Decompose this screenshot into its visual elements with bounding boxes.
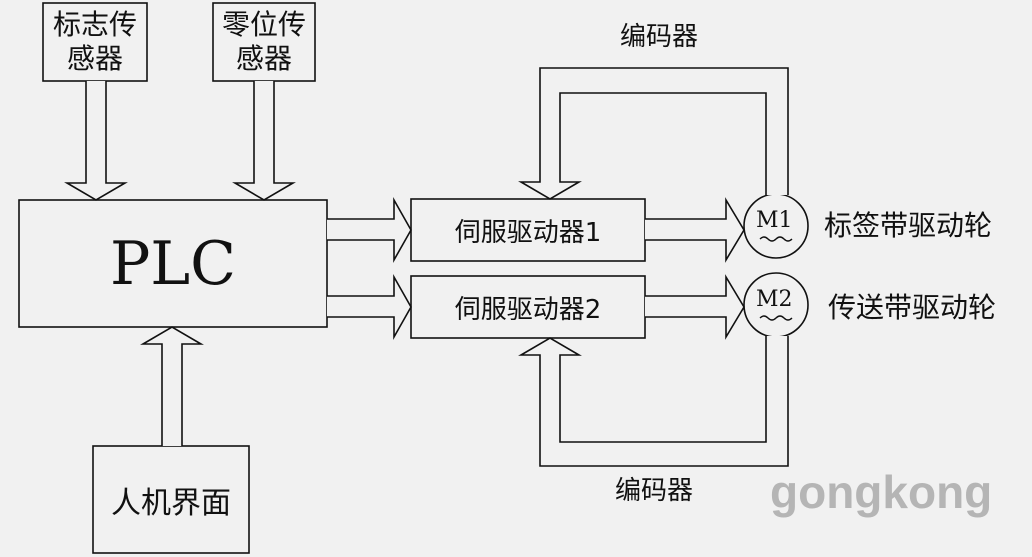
hmi-label: 人机界面 — [111, 485, 231, 521]
encoder-top-label: 编码器 — [620, 22, 699, 52]
flag-sensor-label: 标志传感器 — [52, 8, 137, 75]
flag-sensor-to-plc-arrow — [64, 81, 128, 201]
encoder-bottom-label: 编码器 — [615, 476, 694, 506]
zero-sensor-label: 零位传感器 — [221, 8, 306, 75]
zero-sensor-to-plc-arrow — [232, 81, 296, 201]
servo-driver-2-label: 伺服驱动器2 — [454, 294, 602, 325]
plc-label: PLC — [109, 228, 237, 299]
conveyor-belt-wheel-label: 传送带驱动轮 — [828, 291, 997, 324]
hmi-to-plc-arrow — [140, 326, 204, 446]
motor-m1-label: M1 — [756, 208, 793, 233]
encoder-feedback-bottom-loop — [518, 336, 789, 467]
plc-to-driver2-arrow — [327, 273, 412, 341]
driver2-to-m2-arrow — [645, 274, 745, 340]
m2-tilde-mark — [759, 315, 793, 321]
driver1-to-m1-arrow — [645, 197, 745, 263]
m1-tilde-mark — [759, 236, 793, 242]
motor-m2-label: M2 — [756, 287, 793, 312]
label-belt-wheel-label: 标签带驱动轮 — [824, 209, 993, 242]
servo-driver-1-label: 伺服驱动器1 — [454, 217, 602, 248]
encoder-feedback-top-loop — [518, 67, 789, 200]
plc-to-driver1-arrow — [327, 196, 412, 264]
gongkong-watermark: gongkong — [770, 466, 993, 518]
